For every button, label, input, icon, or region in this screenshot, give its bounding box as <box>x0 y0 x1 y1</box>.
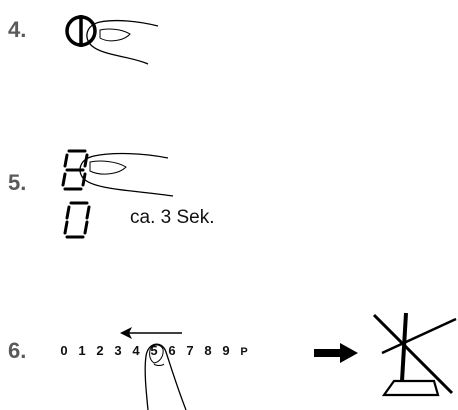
duration-caption: ca. 3 Sek. <box>130 207 215 228</box>
pressing-finger-icon <box>79 152 174 197</box>
level-digit: 5 <box>150 343 158 358</box>
pressing-finger-icon <box>86 19 159 65</box>
step-number-5: 5. <box>8 170 27 195</box>
level-digit: 8 <box>204 343 212 358</box>
power-button-icon <box>65 15 97 47</box>
level-digit: 7 <box>186 343 194 358</box>
step-number-6: 6. <box>8 338 27 363</box>
seven-segment-display-icon <box>61 149 91 239</box>
right-arrow-icon <box>314 343 358 363</box>
pressing-finger-icon <box>144 343 187 410</box>
swipe-left-arrow-icon <box>120 327 182 339</box>
level-digit: 6 <box>168 343 176 358</box>
level-digit: 0 <box>60 343 68 358</box>
level-digit: P <box>240 346 248 358</box>
no-cooking-icon <box>372 312 457 397</box>
level-digit: 3 <box>114 343 122 358</box>
level-digit: 9 <box>222 343 230 358</box>
step-number-4: 4. <box>8 17 27 42</box>
level-digit: 4 <box>132 343 140 358</box>
level-digit: 1 <box>78 343 86 358</box>
level-digit: 2 <box>96 343 104 358</box>
